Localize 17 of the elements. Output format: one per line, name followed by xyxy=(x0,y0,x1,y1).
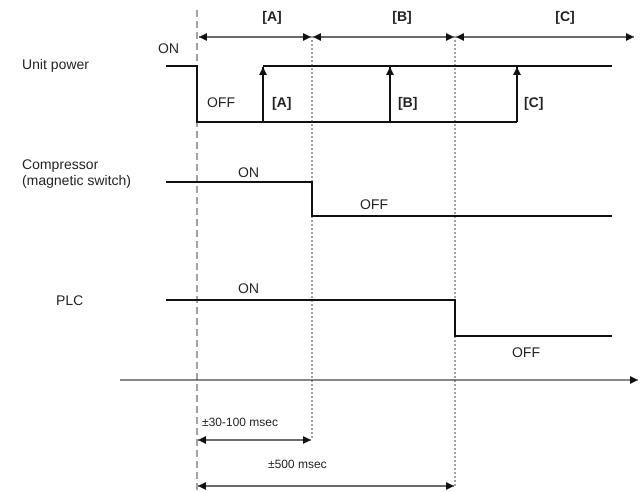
signal-label: PLC xyxy=(56,292,84,308)
duration-label: ±500 msec xyxy=(268,456,327,472)
duration-label: ±30-100 msec xyxy=(202,414,278,430)
interval-label: [A] xyxy=(262,8,282,24)
state-label: ON xyxy=(158,40,179,56)
interval-label: [B] xyxy=(392,8,412,24)
state-label: OFF xyxy=(512,344,540,360)
event-label: [C] xyxy=(524,94,544,110)
signal-label: Compressor (magnetic switch) xyxy=(22,156,132,188)
state-label: ON xyxy=(238,164,259,180)
event-label: [A] xyxy=(272,94,292,110)
state-label: OFF xyxy=(207,94,235,110)
state-label: ON xyxy=(238,280,259,296)
event-label: [B] xyxy=(398,94,418,110)
interval-label: [C] xyxy=(555,8,575,24)
state-label: OFF xyxy=(360,196,388,212)
signal-label: Unit power xyxy=(22,56,89,72)
